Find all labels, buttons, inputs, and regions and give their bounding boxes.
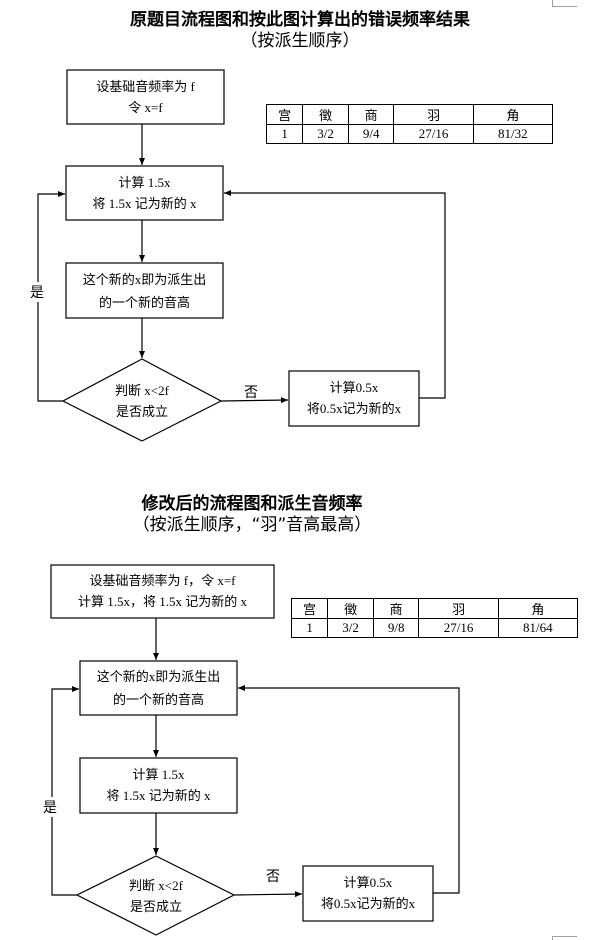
- d1-frequency-table: 宫 徵 商 羽 角 1 3/2 9/4 27/16 81/32: [265, 104, 554, 144]
- d2-td-gong: 1: [290, 618, 329, 638]
- d2-half-line1: 计算0.5x: [343, 875, 393, 890]
- d1-start-line1: 设基础音频率为 f: [96, 79, 195, 94]
- d2-th-jue: 角: [497, 598, 579, 619]
- d1-calc-line2: 将 1.5x 记为新的 x: [92, 196, 197, 211]
- d1-new-note-box: [65, 262, 224, 319]
- d2-title: 修改后的流程图和派生音频率 （按派生顺序，“羽”音高最高）: [0, 494, 552, 536]
- d1-table-value-row: 1 3/2 9/4 27/16 81/32: [265, 124, 554, 144]
- d2-return-loop: [238, 685, 460, 894]
- d2-td-jue: 81/64: [497, 618, 579, 638]
- d2-calc-line1: 计算 1.5x: [132, 767, 185, 782]
- d1-new-note-box-text: 这个新的x即为派生出 的一个新的音高: [66, 268, 223, 314]
- d2-decision-line1: 判断 x<2f: [129, 878, 183, 893]
- d2-yes-loop: [51, 686, 79, 896]
- d2-new-note-box-text: 这个新的x即为派生出 的一个新的音高: [80, 665, 237, 711]
- d1-note-line2: 的一个新的音高: [98, 295, 190, 310]
- d2-subtitle-line: （按派生顺序，“羽”音高最高）: [132, 515, 372, 535]
- d1-title-line: 原题目流程图和按此图计算出的错误频率结果: [130, 10, 470, 30]
- crop-mark-top-right: [552, 0, 577, 7]
- d2-table-value-row: 1 3/2 9/8 27/16 81/64: [290, 618, 579, 638]
- d1-subtitle-line: （按派生顺序）: [240, 31, 360, 51]
- d1-th-gong: 宫: [265, 104, 304, 125]
- d1-th-zhi: 徵: [302, 104, 349, 125]
- d1-arrow-no: [220, 397, 289, 404]
- d2-note-line2: 的一个新的音高: [112, 692, 204, 707]
- d1-calc-line1: 计算 1.5x: [118, 175, 171, 190]
- d2-new-note-box: [79, 660, 238, 716]
- d2-yes-label: 是: [43, 797, 57, 817]
- d2-frequency-table: 宫 徵 商 羽 角 1 3/2 9/8 27/16 81/64: [290, 598, 579, 638]
- d2-calc-box-text: 计算 1.5x 将 1.5x 记为新的 x: [80, 764, 237, 806]
- d2-start-box: [50, 564, 275, 619]
- d1-calc-box: [65, 165, 224, 221]
- d1-th-yu: 羽: [393, 104, 474, 125]
- d1-start-box: [66, 69, 225, 125]
- d1-half-line2: 将0.5x记为新的x: [306, 401, 402, 416]
- d1-half-line1: 计算0.5x: [329, 380, 379, 395]
- d2-half-box: [302, 865, 434, 922]
- d2-th-zhi: 徵: [327, 598, 374, 619]
- d1-th-shang: 商: [347, 104, 395, 125]
- d1-decision-diamond: [61, 358, 223, 442]
- d2-td-zhi: 3/2: [327, 618, 374, 638]
- d2-th-shang: 商: [372, 598, 420, 619]
- d2-decision-line2: 是否成立: [129, 899, 182, 914]
- d1-th-jue: 角: [472, 104, 554, 125]
- d1-td-yu: 27/16: [393, 124, 474, 144]
- d1-decision-text: 判断 x<2f 是否成立: [82, 380, 202, 422]
- d1-td-zhi: 3/2: [302, 124, 349, 144]
- d1-td-shang: 9/4: [347, 124, 395, 144]
- d1-table-header-row: 宫 徵 商 羽 角: [265, 104, 554, 125]
- d2-th-gong: 宫: [290, 598, 329, 619]
- d2-calc-box: [79, 757, 238, 814]
- d2-start-line2: 计算 1.5x，将 1.5x 记为新的 x: [77, 594, 247, 609]
- d1-td-gong: 1: [265, 124, 304, 144]
- d2-half-line2: 将0.5x记为新的x: [320, 896, 416, 911]
- d2-decision-diamond: [75, 855, 236, 936]
- d2-start-line1: 设基础音频率为 f，令 x=f: [89, 573, 236, 588]
- d1-start-box-text: 设基础音频率为 f 令 x=f: [67, 76, 224, 118]
- d1-calc-box-text: 计算 1.5x 将 1.5x 记为新的 x: [66, 172, 223, 214]
- d2-half-box-text: 计算0.5x 将0.5x记为新的x: [303, 872, 433, 914]
- d1-half-box: [288, 370, 420, 427]
- d2-th-yu: 羽: [418, 598, 499, 619]
- crop-mark-bottom-right: [552, 936, 577, 940]
- d1-half-box-text: 计算0.5x 将0.5x记为新的x: [289, 377, 419, 419]
- d2-note-line1: 这个新的x即为派生出: [96, 669, 221, 684]
- d2-no-label: 否: [266, 869, 280, 885]
- d2-decision-text: 判断 x<2f 是否成立: [96, 875, 216, 917]
- d2-arrow-no: [233, 891, 303, 898]
- d1-yes-label: 是: [30, 282, 44, 302]
- d2-table-header-row: 宫 徵 商 羽 角: [290, 598, 579, 619]
- d2-calc-line2: 将 1.5x 记为新的 x: [106, 788, 211, 803]
- d1-note-line1: 这个新的x即为派生出: [82, 272, 207, 287]
- d1-no-label: 否: [244, 385, 258, 401]
- d2-start-box-text: 设基础音频率为 f，令 x=f 计算 1.5x，将 1.5x 记为新的 x: [51, 570, 274, 612]
- d1-decision-line1: 判断 x<2f: [115, 383, 169, 398]
- d1-start-line2: 令 x=f: [128, 100, 163, 115]
- d1-decision-line2: 是否成立: [115, 404, 168, 419]
- d2-title-line: 修改后的流程图和派生音频率: [141, 494, 363, 514]
- d1-return-loop: [224, 190, 446, 399]
- d1-title: 原题目流程图和按此图计算出的错误频率结果 （按派生顺序）: [0, 10, 600, 52]
- d2-td-shang: 9/8: [372, 618, 420, 638]
- d2-td-yu: 27/16: [418, 618, 499, 638]
- d1-td-jue: 81/32: [472, 124, 554, 144]
